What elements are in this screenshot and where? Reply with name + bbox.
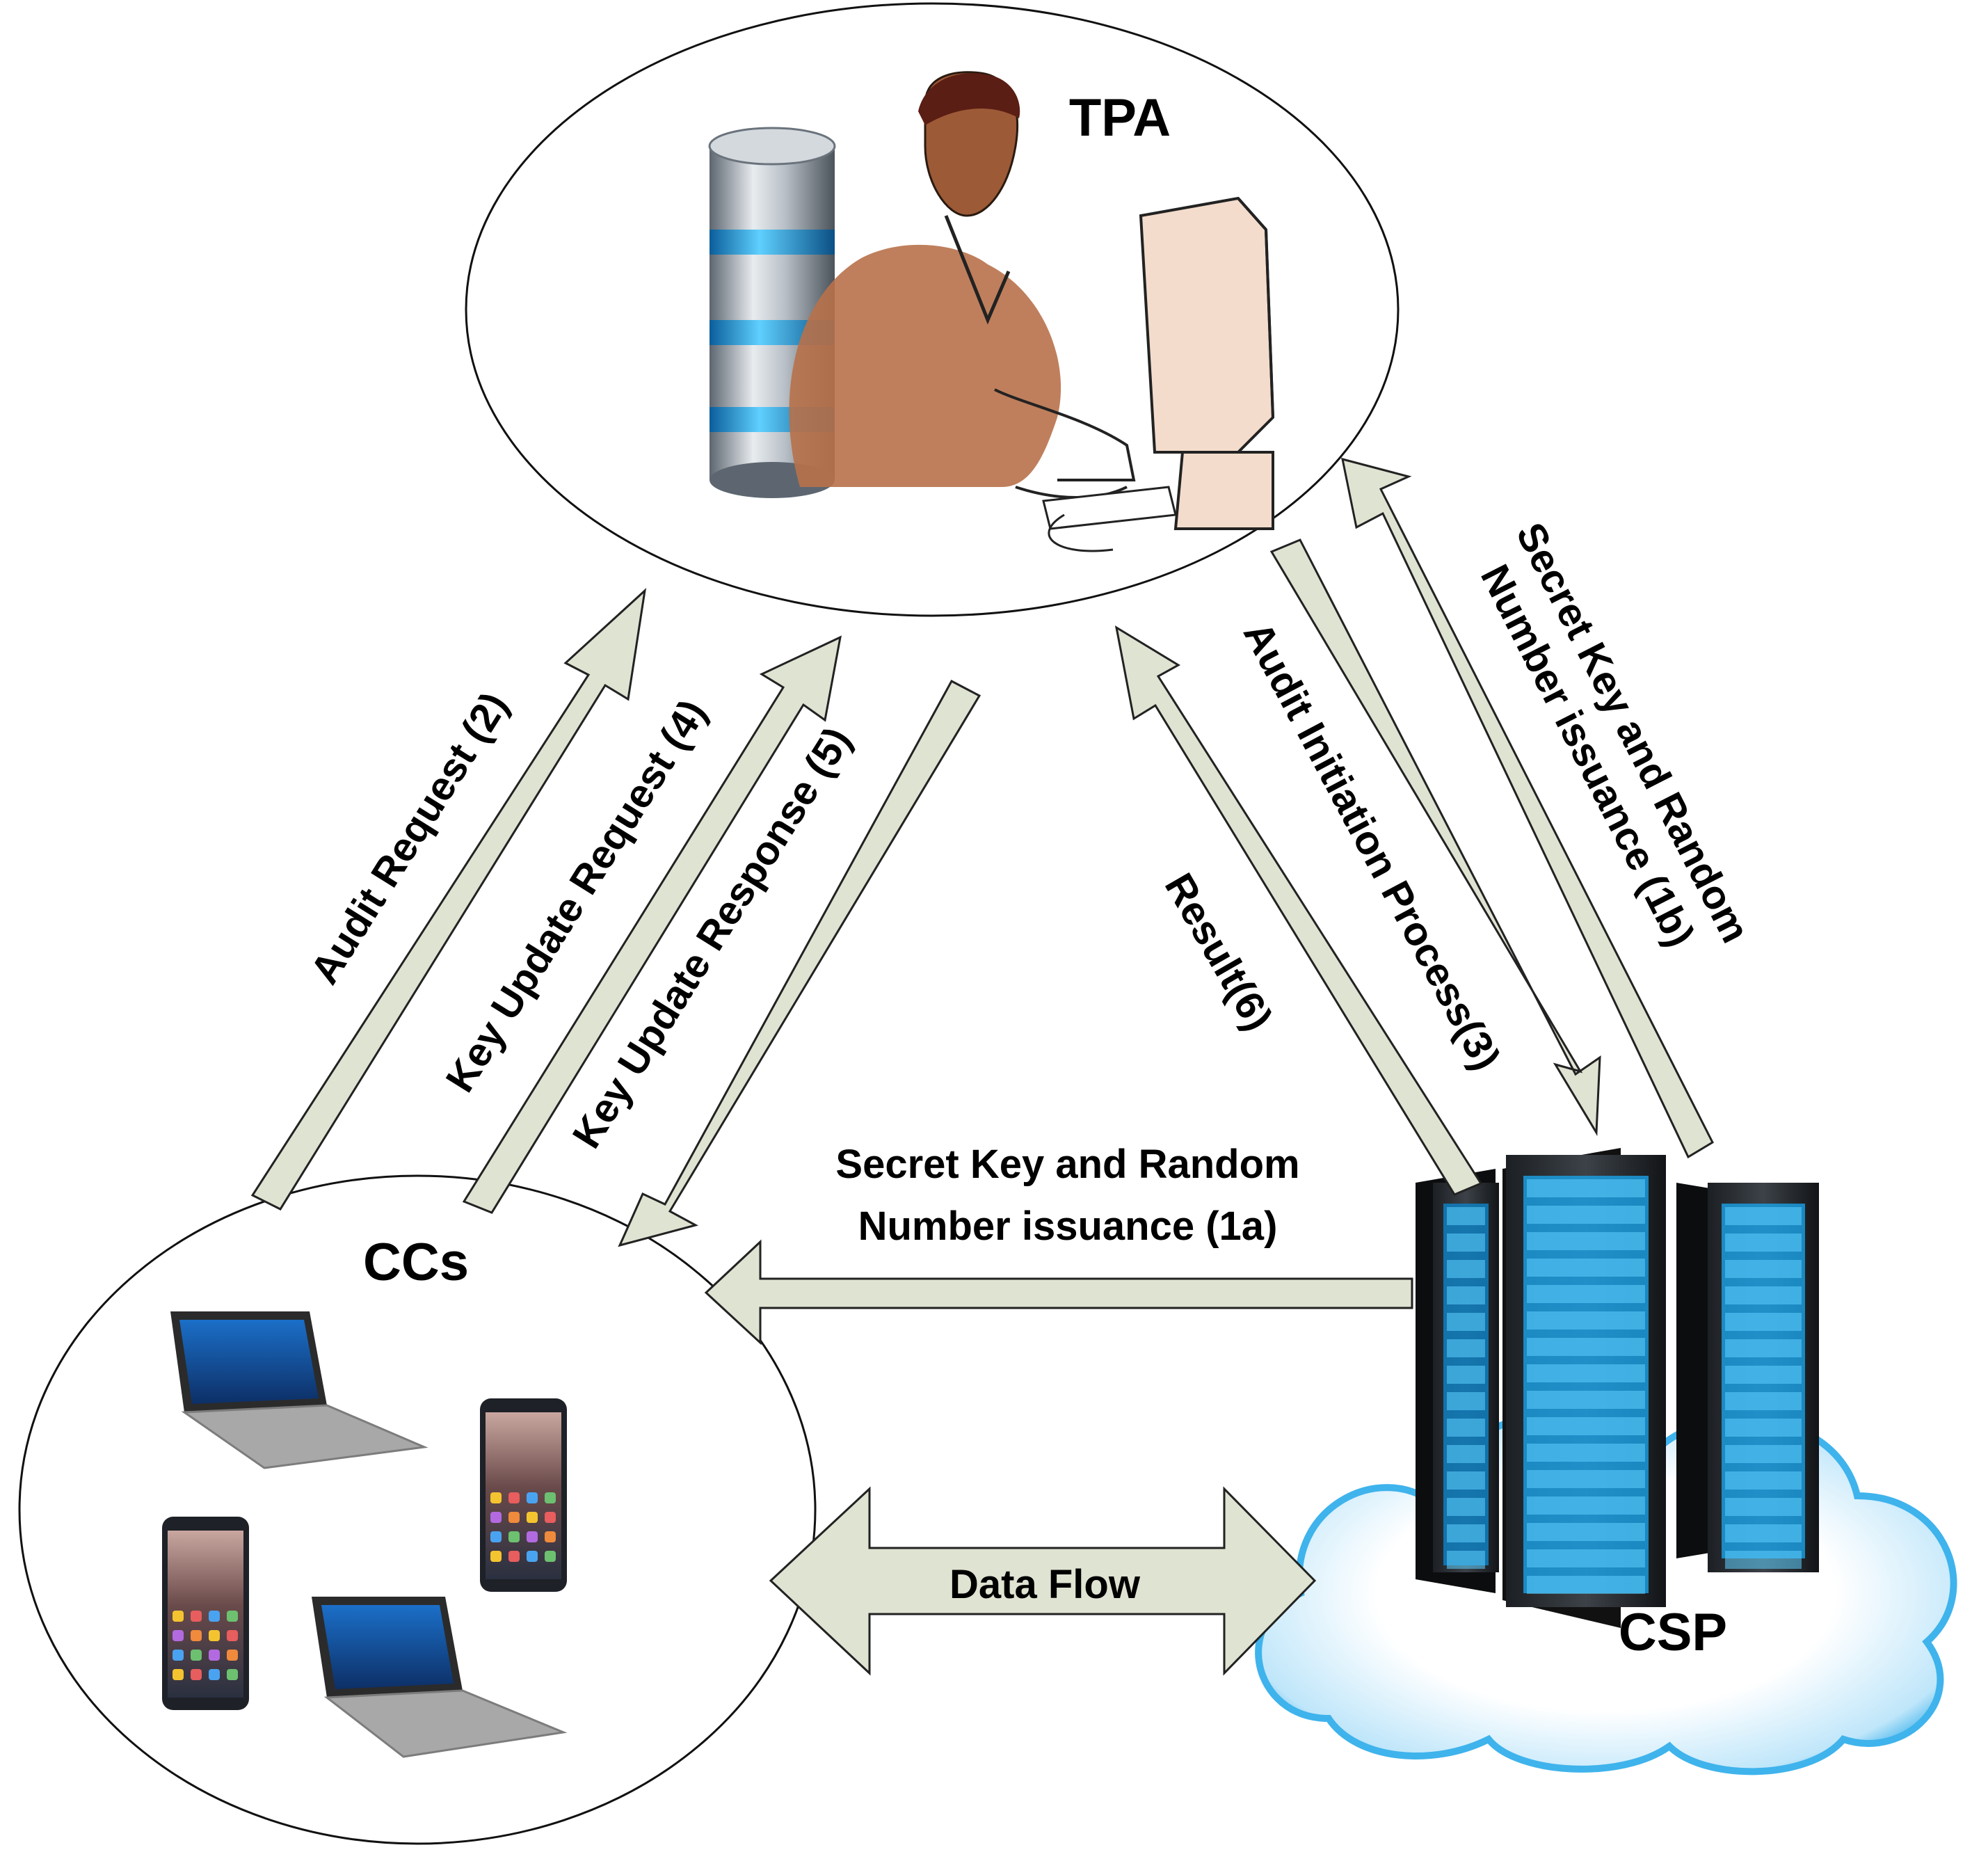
server-light — [1527, 1417, 1645, 1435]
ccs-label: CCs — [363, 1233, 469, 1292]
app-icon — [191, 1630, 202, 1641]
server-light — [1725, 1207, 1802, 1225]
phone-app-icons — [173, 1492, 556, 1680]
server-light — [1527, 1576, 1645, 1594]
secret-key-1b-arrow — [1341, 457, 1714, 1159]
audit-request-arrow — [250, 588, 647, 1211]
auditor-person-icon — [789, 71, 1136, 499]
app-icon — [227, 1611, 238, 1622]
secret-key-1a-label-line2: Number issuance (1a) — [858, 1204, 1278, 1249]
laptop-icon — [170, 1311, 428, 1469]
server-light — [1725, 1286, 1802, 1304]
server-light — [1447, 1339, 1485, 1357]
app-icon — [545, 1512, 556, 1523]
server-light — [1447, 1260, 1485, 1278]
app-icon — [508, 1551, 520, 1562]
server-light — [1527, 1206, 1645, 1224]
server-rack-lights — [1447, 1179, 1802, 1594]
server-light — [1725, 1339, 1802, 1357]
server-light — [1527, 1470, 1645, 1488]
app-icon — [209, 1630, 220, 1641]
computer-monitor-icon — [1042, 196, 1275, 552]
app-icon — [227, 1669, 238, 1680]
app-icon — [191, 1669, 202, 1680]
server-light — [1527, 1444, 1645, 1462]
app-icon — [490, 1492, 502, 1503]
server-light — [1527, 1311, 1645, 1330]
app-icon — [527, 1551, 538, 1562]
result-label: Result(6) — [1156, 866, 1281, 1038]
app-icon — [508, 1492, 520, 1503]
server-light — [1527, 1338, 1645, 1356]
app-icon — [508, 1512, 520, 1523]
server-light — [1447, 1234, 1485, 1252]
server-light — [1527, 1232, 1645, 1250]
server-light — [1447, 1419, 1485, 1437]
app-icon — [545, 1492, 556, 1503]
server-light — [1725, 1366, 1802, 1384]
secret-key-1a-arrow — [704, 1239, 1413, 1346]
server-light — [1725, 1445, 1802, 1463]
server-light — [1447, 1445, 1485, 1463]
server-light — [1725, 1551, 1802, 1569]
key-update-response-arrow — [618, 679, 981, 1247]
server-light — [1527, 1179, 1645, 1197]
app-icon — [191, 1611, 202, 1622]
server-light — [1725, 1234, 1802, 1252]
key-update-request-arrow — [462, 635, 842, 1214]
server-light — [1527, 1549, 1645, 1567]
app-icon — [191, 1650, 202, 1661]
server-light — [1527, 1496, 1645, 1515]
server-light — [1447, 1524, 1485, 1542]
audit-initiation-arrow — [1269, 538, 1601, 1137]
server-light — [1725, 1419, 1802, 1437]
server-light — [1725, 1313, 1802, 1331]
server-light — [1725, 1524, 1802, 1542]
data-flow-label: Data Flow — [949, 1562, 1141, 1607]
app-icon — [227, 1650, 238, 1661]
server-light — [1527, 1523, 1645, 1541]
server-light — [1447, 1286, 1485, 1304]
app-icon — [173, 1650, 184, 1661]
secret-key-1a-label-line1: Secret Key and Random — [835, 1142, 1299, 1187]
app-icon — [545, 1531, 556, 1542]
app-icon — [490, 1512, 502, 1523]
app-icon — [490, 1551, 502, 1562]
app-icon — [173, 1630, 184, 1641]
app-icon — [527, 1512, 538, 1523]
app-icon — [173, 1611, 184, 1622]
server-light — [1447, 1498, 1485, 1516]
server-light — [1725, 1471, 1802, 1490]
server-light — [1527, 1364, 1645, 1382]
app-icon — [209, 1611, 220, 1622]
server-light — [1725, 1392, 1802, 1410]
server-light — [1447, 1392, 1485, 1410]
app-icon — [173, 1669, 184, 1680]
csp-label: CSP — [1619, 1603, 1727, 1662]
server-light — [1527, 1259, 1645, 1277]
server-light — [1447, 1551, 1485, 1569]
app-icon — [545, 1551, 556, 1562]
app-icon — [527, 1492, 538, 1503]
server-light — [1725, 1260, 1802, 1278]
server-light — [1447, 1471, 1485, 1490]
server-light — [1527, 1391, 1645, 1409]
server-light — [1725, 1498, 1802, 1516]
result-arrow — [1114, 625, 1483, 1196]
app-icon — [227, 1630, 238, 1641]
server-light — [1447, 1207, 1485, 1225]
data-flow-arrow — [769, 1486, 1317, 1676]
app-icon — [508, 1531, 520, 1542]
server-light — [1527, 1285, 1645, 1303]
app-icon — [209, 1650, 220, 1661]
app-icon — [209, 1669, 220, 1680]
tpa-label: TPA — [1069, 88, 1171, 147]
laptop-icon — [312, 1597, 568, 1758]
app-icon — [527, 1531, 538, 1542]
server-light — [1447, 1366, 1485, 1384]
app-icon — [490, 1531, 502, 1542]
server-light — [1447, 1313, 1485, 1331]
